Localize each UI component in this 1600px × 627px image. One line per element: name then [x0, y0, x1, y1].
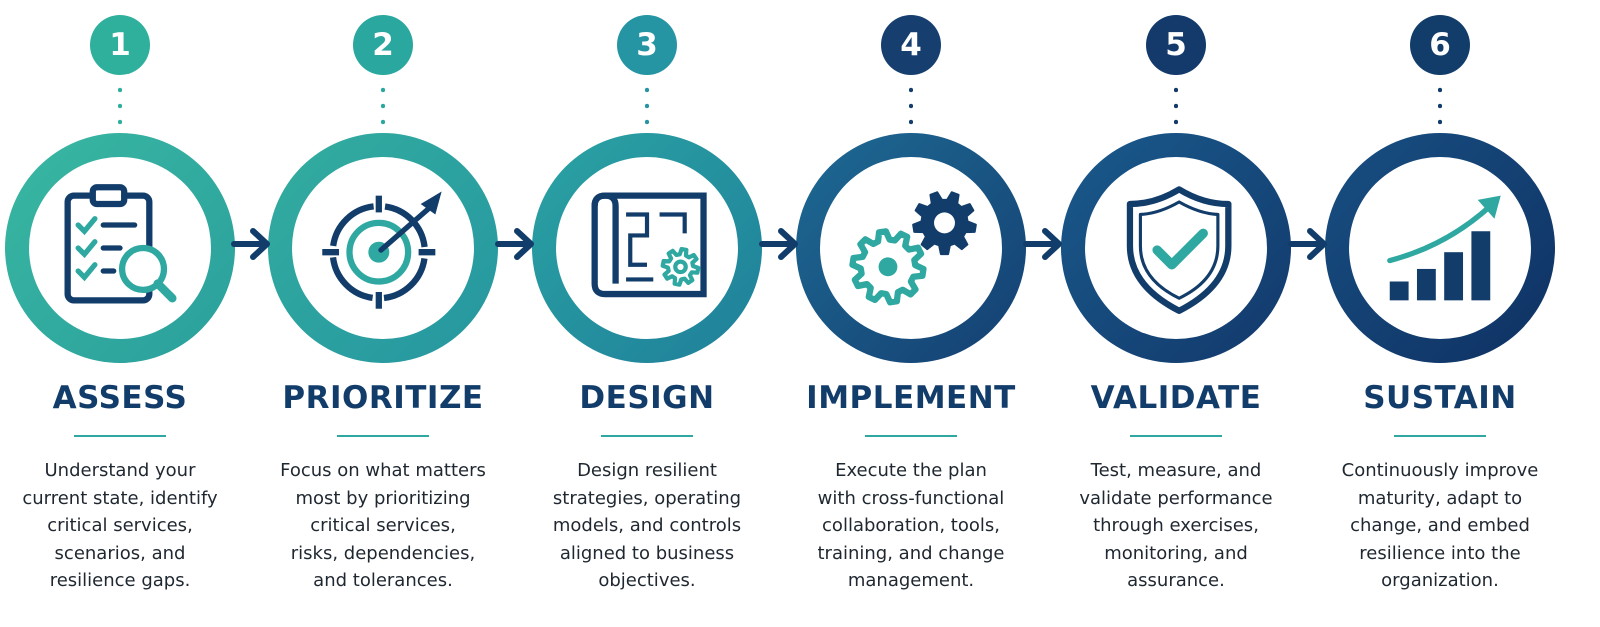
step-title: VALIDATE	[1090, 380, 1262, 416]
description-line: Execute the plan	[835, 460, 987, 481]
description-line: critical services,	[47, 515, 193, 536]
step-description: Continuously improve maturity, adapt to ch…	[1320, 457, 1560, 595]
step-sustain: 6 SUSTAIN Continuously improve maturity, …	[1310, 0, 1570, 627]
step-number-badge: 5	[1146, 15, 1206, 75]
step-description: Focus on what matters most by prioritizin…	[263, 457, 503, 595]
target-dart-icon	[322, 191, 442, 309]
step-title: IMPLEMENT	[806, 380, 1016, 416]
step-number-badge: 3	[617, 15, 677, 75]
description-line: Understand your	[44, 460, 196, 481]
step-number-badge: 6	[1410, 15, 1470, 75]
title-underline	[337, 435, 429, 437]
title-underline	[865, 435, 957, 437]
description-line: with cross-functional	[817, 487, 1005, 509]
step-title: DESIGN	[579, 380, 715, 416]
description-line: strategies, operating	[552, 487, 742, 509]
arrow-right-icon	[759, 228, 798, 260]
step-number-badge: 2	[353, 15, 413, 75]
step-ring	[1325, 133, 1555, 363]
step-design: 3 DESIGN Design resilient strategies, ope…	[517, 0, 777, 627]
description-line: assurance.	[1127, 570, 1225, 591]
dotted-connector	[381, 82, 385, 128]
description-line: validate performance	[1079, 487, 1273, 509]
step-implement: 4 IMPLEMENT Execute the plan with cross-f…	[781, 0, 1041, 627]
step-title: SUSTAIN	[1363, 380, 1517, 416]
description-line: and tolerances.	[313, 570, 453, 591]
description-line: current state, identify	[22, 487, 218, 509]
description-line: change, and embed	[1350, 515, 1530, 536]
arrow-right-icon	[495, 228, 534, 260]
description-line: management.	[847, 570, 975, 591]
description-line: risks, dependencies,	[290, 542, 476, 564]
description-line: models, and controls	[552, 515, 742, 536]
clipboard-magnifier-icon	[64, 184, 177, 304]
description-line: scenarios, and	[54, 542, 186, 564]
arrow-right-icon	[231, 228, 270, 260]
description-line: Focus on what matters	[280, 460, 486, 481]
title-underline	[74, 435, 166, 437]
arrow-right-icon	[1288, 228, 1327, 260]
description-line: Test, measure, and	[1090, 460, 1262, 481]
gears-icon	[849, 191, 977, 306]
dotted-connector	[118, 82, 122, 128]
dotted-connector	[909, 82, 913, 128]
description-line: most by prioritizing	[295, 487, 471, 509]
description-line: resilience into the	[1359, 542, 1521, 564]
description-line: collaboration, tools,	[822, 515, 1000, 536]
step-validate: 5 VALIDATE Test, measure, and validate pe…	[1046, 0, 1306, 627]
dotted-connector	[1174, 82, 1178, 128]
step-title: PRIORITIZE	[282, 380, 484, 416]
description-line: through exercises,	[1093, 515, 1259, 536]
description-line: maturity, adapt to	[1357, 487, 1523, 509]
description-line: Design resilient	[577, 460, 717, 481]
description-line: Continuously improve	[1341, 460, 1539, 481]
growth-chart-icon	[1387, 195, 1501, 301]
title-underline	[601, 435, 693, 437]
step-description: Understand your current state, identify cr…	[0, 457, 240, 595]
dotted-connector	[645, 82, 649, 128]
description-line: objectives.	[598, 570, 696, 591]
step-prioritize: 2 PRIORITIZE Focus on what matters most b…	[253, 0, 513, 627]
step-ring	[532, 133, 762, 363]
description-line: monitoring, and	[1104, 542, 1248, 564]
title-underline	[1130, 435, 1222, 437]
title-underline	[1394, 435, 1486, 437]
step-title: ASSESS	[52, 380, 188, 416]
description-line: organization.	[1381, 570, 1499, 591]
description-line: aligned to business	[559, 542, 735, 564]
blueprint-gear-icon	[591, 192, 707, 298]
step-number-badge: 1	[90, 15, 150, 75]
step-description: Design resilient strategies, operating mod…	[527, 457, 767, 595]
dotted-connector	[1438, 82, 1442, 128]
step-assess: 1 ASSESS Understand your current state, i…	[0, 0, 250, 627]
description-line: training, and change	[817, 542, 1005, 564]
shield-check-icon	[1126, 186, 1232, 314]
step-number-badge: 4	[881, 15, 941, 75]
step-description: Test, measure, and validate performance th…	[1056, 457, 1296, 595]
step-description: Execute the plan with cross-functional col…	[791, 457, 1031, 595]
arrow-right-icon	[1023, 228, 1062, 260]
description-line: resilience gaps.	[49, 570, 191, 591]
description-line: critical services,	[310, 515, 456, 536]
